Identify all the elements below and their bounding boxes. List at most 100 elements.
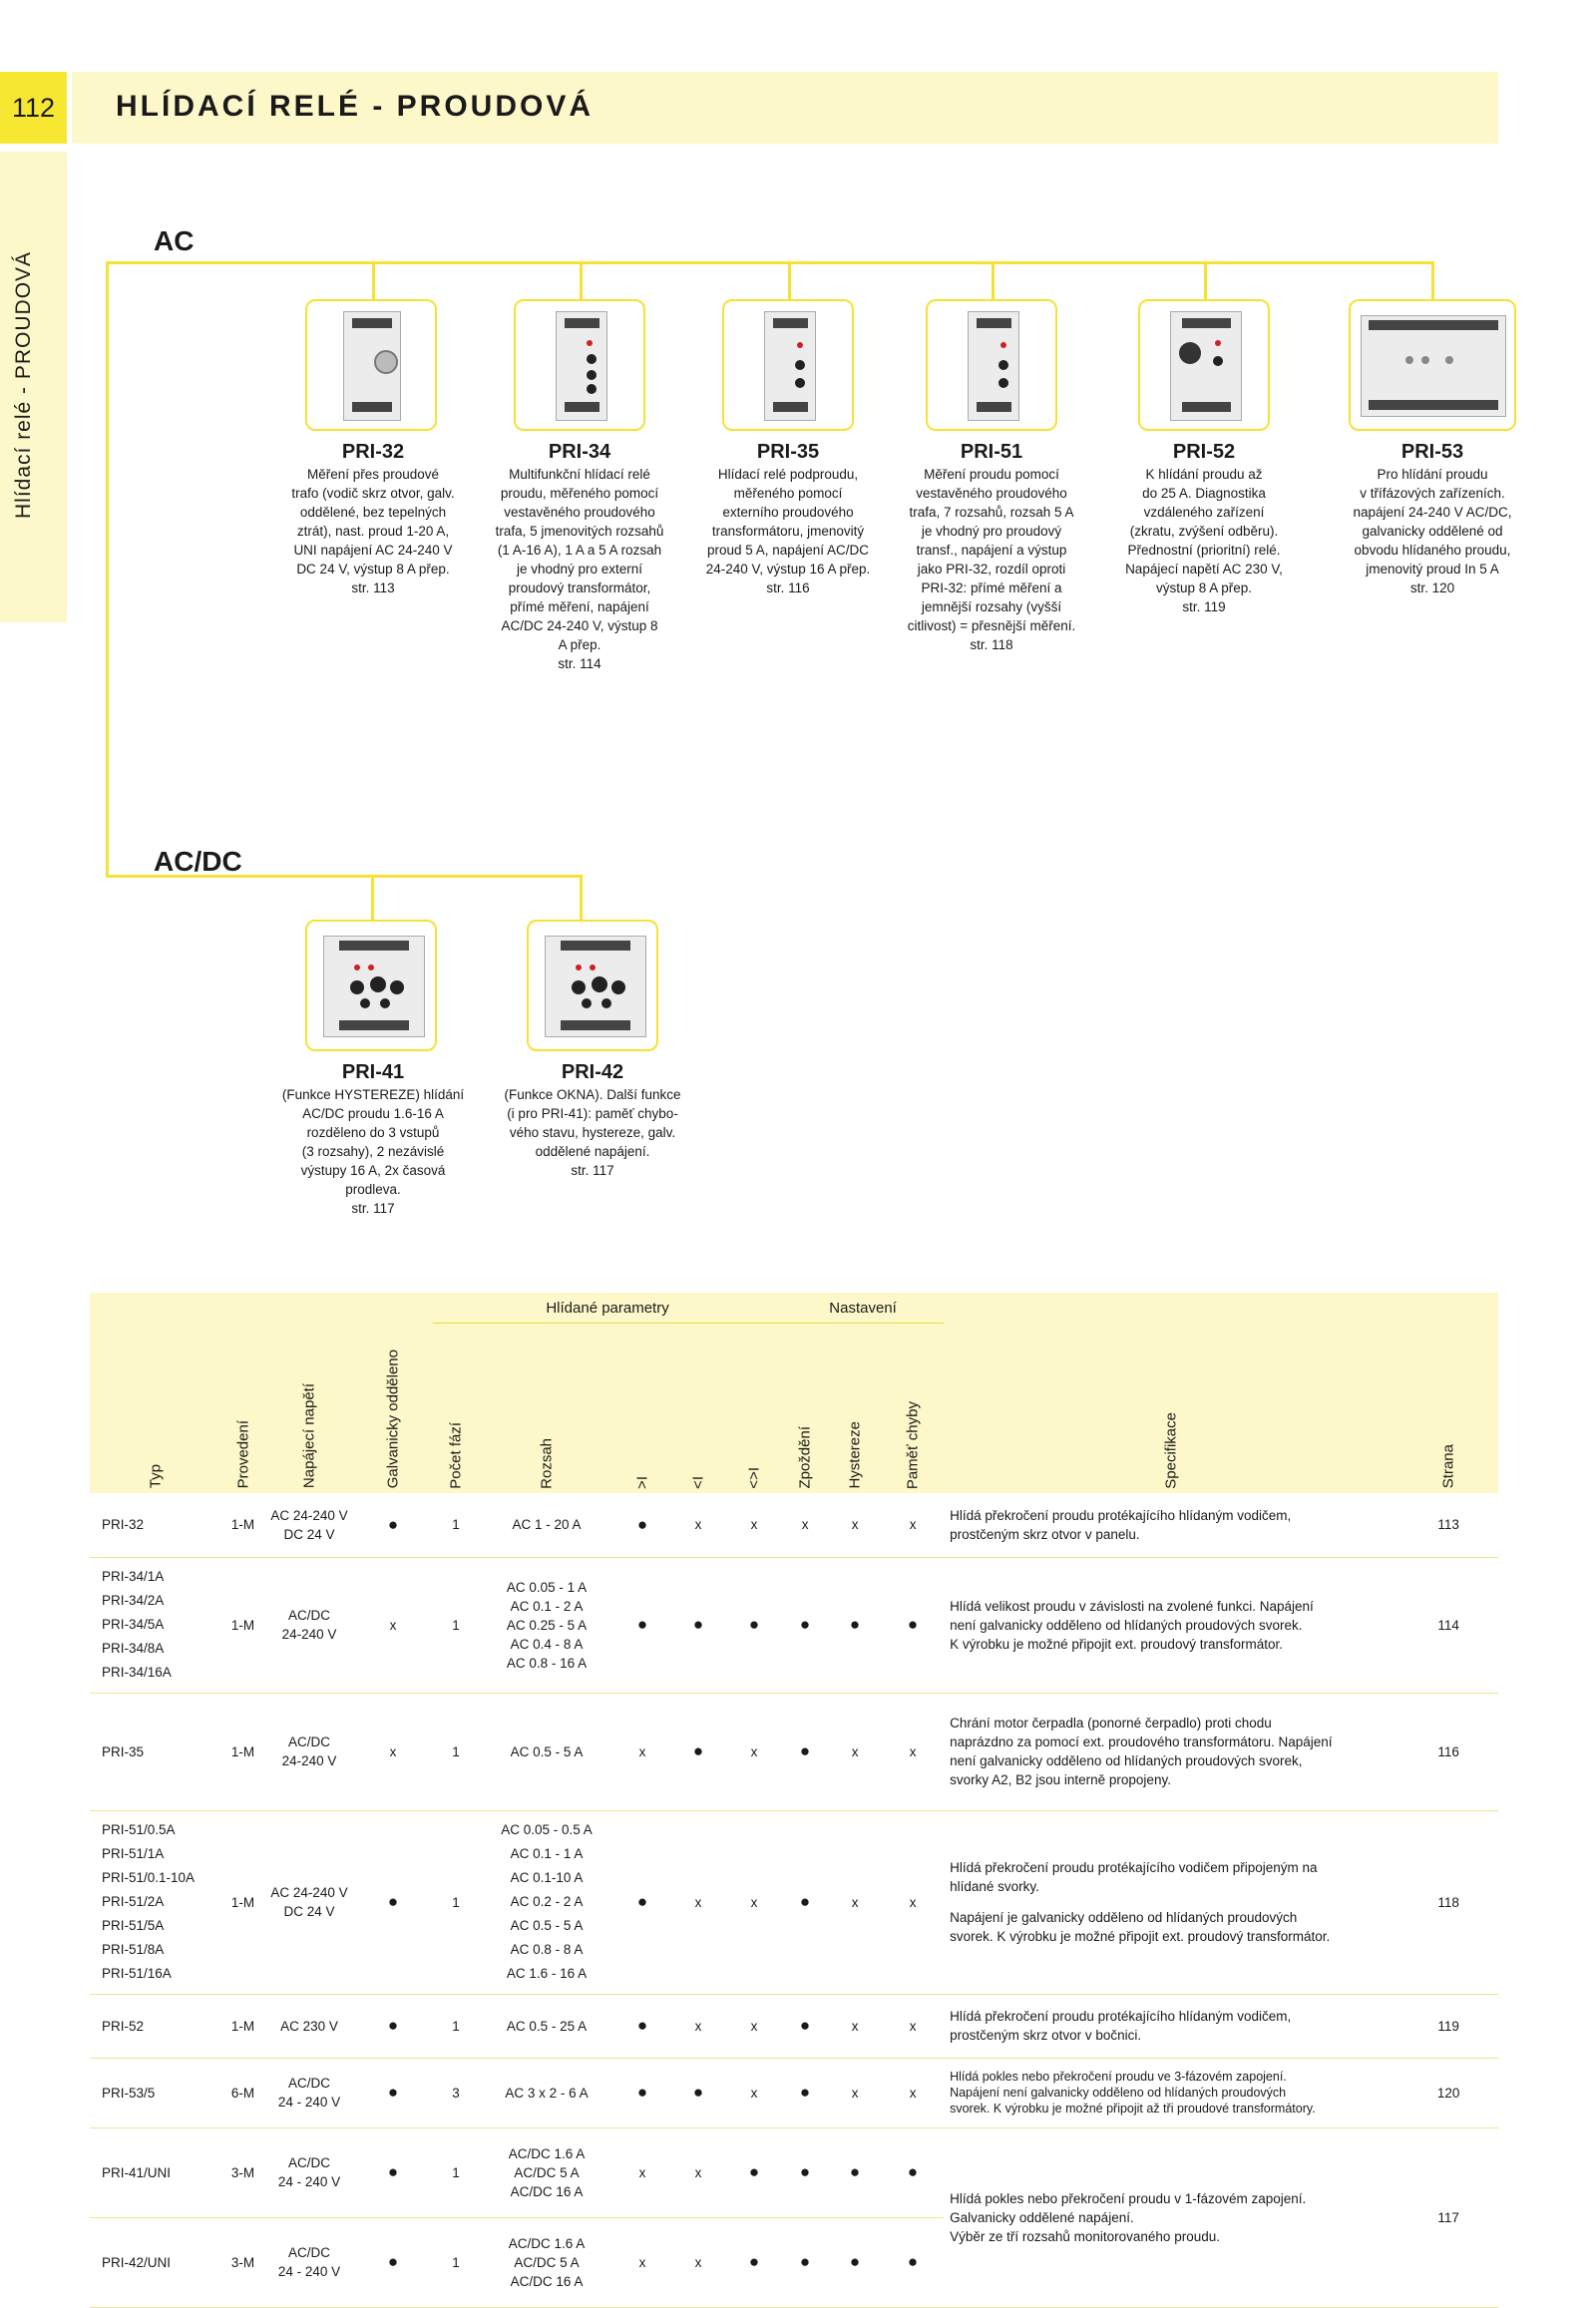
tree-line [788, 261, 791, 299]
product-name: PRI-35 [756, 441, 820, 463]
cell-pamet: ● [882, 2217, 945, 2308]
product-name: PRI-52 [1172, 441, 1236, 463]
cell-strana: 118 [1398, 1810, 1499, 1995]
cell-specifikace: Hlídá překročení proudu protékajícího vo… [944, 1810, 1399, 1995]
col-specifikace: Specifikace [944, 1293, 1399, 1493]
section-ac-title: AC [154, 225, 195, 256]
cell-rozsah: AC 3 x 2 - 6 A [479, 2058, 614, 2128]
cell-faze: 1 [433, 1693, 479, 1811]
cell-over: ● [614, 1557, 670, 1694]
cell-strana: 119 [1398, 1994, 1499, 2059]
tree-line [106, 261, 1434, 264]
cell-provedeni: 1-M [220, 1810, 265, 1995]
cell-galv: ● [353, 2058, 433, 2128]
cell-over: ● [614, 1994, 670, 2059]
cell-typ: PRI-41/UNI [90, 2127, 220, 2218]
cell-hystereze: x [828, 1994, 883, 2059]
cell-faze: 1 [433, 2217, 479, 2308]
cell-strana: 116 [1398, 1693, 1499, 1811]
col-pocet-fazi: Počet fází [433, 1323, 479, 1493]
cell-window: x [726, 1994, 783, 2059]
cell-galv: x [353, 1557, 433, 1694]
cell-pamet: x [882, 1994, 945, 2059]
product-name: PRI-34 [548, 441, 611, 463]
cell-provedeni: 1-M [220, 1493, 265, 1558]
cell-provedeni: 1-M [220, 1693, 265, 1811]
cell-under: ● [670, 1693, 726, 1811]
cell-hystereze: x [828, 1810, 883, 1995]
cell-faze: 1 [433, 1557, 479, 1694]
cell-zpozdeni: ● [782, 1693, 829, 1811]
cell-specifikace: Hlídá překročení proudu protékajícího hl… [944, 1493, 1399, 1558]
cell-window: x [726, 1693, 783, 1811]
cell-under: x [670, 1493, 726, 1558]
product-name: PRI-42 [561, 1061, 624, 1083]
cell-pamet: x [882, 2058, 945, 2128]
product-name: PRI-41 [341, 1061, 405, 1083]
cell-pamet: x [882, 1493, 945, 1558]
product-image-pri-52 [1138, 299, 1270, 431]
cell-under: x [670, 1994, 726, 2059]
cell-galv: ● [353, 2127, 433, 2218]
cell-window: x [726, 1810, 783, 1995]
cell-under: x [670, 1810, 726, 1995]
product-image-pri-41 [305, 920, 437, 1051]
cell-strana: 120 [1398, 2058, 1499, 2128]
cell-specifikace: Hlídá překročení proudu protékajícího hl… [944, 1994, 1399, 2059]
cell-pamet: x [882, 1693, 945, 1811]
cell-typ: PRI-53/5 [90, 2058, 220, 2128]
cell-pamet: ● [882, 1557, 945, 1694]
cell-pamet: ● [882, 2127, 945, 2218]
cell-pamet: x [882, 1810, 945, 1995]
tree-line [371, 875, 374, 920]
cell-provedeni: 3-M [220, 2217, 265, 2308]
col-pamet-chyby: Paměť chyby [882, 1323, 945, 1493]
cell-hystereze: ● [828, 1557, 883, 1694]
col-over: >I [614, 1323, 670, 1493]
col-hystereze: Hystereze [828, 1323, 883, 1493]
cell-provedeni: 1-M [220, 1557, 265, 1694]
cell-window: x [726, 1493, 783, 1558]
cell-hystereze: x [828, 1693, 883, 1811]
cell-window: ● [726, 2217, 783, 2308]
product-name: PRI-51 [960, 441, 1023, 463]
group-nastaveni: Nastavení [782, 1293, 945, 1324]
cell-over: x [614, 2127, 670, 2218]
cell-galv: ● [353, 1493, 433, 1558]
cell-provedeni: 1-M [220, 1994, 265, 2059]
cell-zpozdeni: ● [782, 2058, 829, 2128]
cell-specifikace: Hlídá velikost proudu v závislosti na zv… [944, 1557, 1399, 1694]
cell-rozsah: AC 0.5 - 5 A [479, 1693, 614, 1811]
cell-hystereze: x [828, 2058, 883, 2128]
col-napajeci-napeti: Napájecí napětí [265, 1293, 353, 1493]
cell-window: ● [726, 2127, 783, 2218]
cell-rozsah: AC 1 - 20 A [479, 1493, 614, 1558]
col-zpozdeni: Zpoždění [782, 1323, 829, 1493]
tree-line [580, 261, 583, 299]
cell-zpozdeni: ● [782, 2127, 829, 2218]
side-tab [0, 152, 67, 622]
cell-zpozdeni: ● [782, 1810, 829, 1995]
cell-galv: x [353, 1693, 433, 1811]
cell-typ: PRI-42/UNI [90, 2217, 220, 2308]
cell-typ: PRI-52 [90, 1994, 220, 2059]
cell-provedeni: 3-M [220, 2127, 265, 2218]
tree-line [372, 261, 375, 299]
cell-window: x [726, 2058, 783, 2128]
cell-specifikace: Chrání motor čerpadla (ponorné čerpadlo)… [944, 1693, 1399, 1811]
col-under: <I [670, 1323, 726, 1493]
product-image-pri-32 [305, 299, 437, 431]
